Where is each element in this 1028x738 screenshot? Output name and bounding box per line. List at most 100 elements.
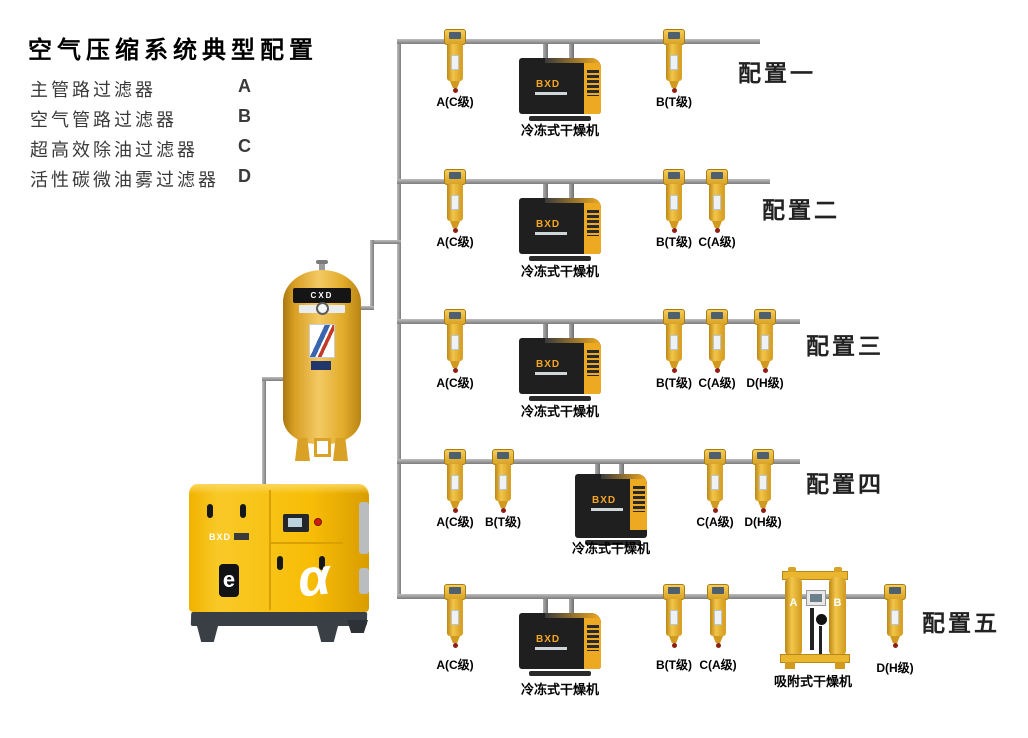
dryer-base [585, 540, 641, 545]
tank-logo: CXD [293, 288, 351, 303]
dryer-logo: BXD [592, 495, 617, 506]
dryer-logo-subtext [535, 232, 567, 235]
panel-seam [269, 490, 271, 610]
pipe-config2 [397, 179, 770, 184]
config-label: 配置五 [922, 610, 1000, 636]
filter-label: B(T级) [656, 235, 692, 249]
vent-grille [633, 486, 645, 512]
filter-body [666, 324, 682, 361]
filter-head [752, 449, 774, 465]
dryer-inlet-pipe [595, 464, 600, 476]
filter-drain [671, 88, 677, 93]
filter-label: B(T级) [485, 515, 521, 529]
filter-taper [712, 361, 722, 368]
dryer-top-trim [601, 474, 647, 479]
panel-seam [271, 542, 343, 544]
filter-label: A(C级) [436, 235, 474, 249]
vent-slot [277, 556, 283, 570]
legend-code: B [238, 106, 251, 126]
side-hinge [359, 568, 369, 594]
adsorber-center-pipe [819, 626, 822, 654]
filter-head [884, 584, 906, 600]
dryer-label: 冷冻式干燥机 [520, 264, 599, 279]
pipe-config3 [397, 319, 800, 324]
air-filter [443, 584, 467, 650]
config-label: 配置四 [806, 471, 884, 497]
air-filter [443, 449, 467, 515]
dryer-inlet-pipe [543, 44, 548, 60]
filter-head [704, 449, 726, 465]
dryer-label: 冷冻式干燥机 [571, 541, 650, 556]
filter-body [709, 324, 725, 361]
filter-body [755, 464, 771, 501]
dryer-base [529, 116, 591, 121]
filter-drain [712, 508, 718, 513]
adsorber-tower-b: B [829, 577, 846, 655]
dryer-inlet-pipe [543, 184, 548, 200]
air-filter [443, 309, 467, 375]
legend-name: 超高效除油过滤器 [30, 140, 198, 160]
filter-body [495, 464, 511, 501]
filter-drain [452, 643, 458, 648]
adsorption-dryer: A B [779, 566, 853, 678]
filter-drain [452, 228, 458, 233]
filter-head [707, 584, 729, 600]
adsorber-center-pipe [810, 608, 814, 650]
filter-drain [671, 228, 677, 233]
filter-head [663, 309, 685, 325]
filter-body [707, 464, 723, 501]
dryer-outlet-pipe [569, 599, 574, 615]
filter-taper [669, 81, 679, 88]
filter-label: C(A级) [698, 376, 736, 390]
air-filter [443, 29, 467, 95]
tank-sticker [309, 324, 335, 358]
filter-label: B(T级) [656, 95, 692, 109]
compressor-foot [317, 626, 338, 642]
dryer-base [529, 396, 591, 401]
adsorber-tower-a: A [785, 577, 802, 655]
compressor-logo: BXD [209, 532, 249, 542]
filter-label: C(A级) [698, 235, 736, 249]
dryer-outlet-pipe [619, 464, 624, 476]
adsorber-top-manifold [782, 567, 848, 580]
filter-head [444, 29, 466, 45]
filter-head [444, 584, 466, 600]
filter-drain [762, 368, 768, 373]
side-hinge [359, 502, 369, 554]
dryer-label: 冷冻式干燥机 [520, 123, 599, 138]
filter-taper [758, 501, 768, 508]
filter-drain [671, 643, 677, 648]
tank-outlet-pipe [352, 306, 374, 310]
vent-grille [587, 350, 599, 376]
legend-item: 活性碳微油雾过滤器 D [30, 166, 270, 196]
vent-slot [319, 556, 325, 570]
filter-taper [450, 81, 460, 88]
tank-valve [316, 260, 328, 272]
dryer-logo-subtext [535, 92, 567, 95]
filter-body [710, 599, 726, 636]
filter-taper [710, 501, 720, 508]
filter-taper [669, 636, 679, 643]
filter-body [757, 324, 773, 361]
filter-head [663, 169, 685, 185]
air-filter [662, 584, 686, 650]
tank-tag [311, 361, 331, 370]
filter-body [447, 324, 463, 361]
dryer-logo-subtext [591, 508, 623, 511]
filter-drain [671, 368, 677, 373]
filter-body [666, 184, 682, 221]
legend-item: 空气管路过滤器 B [30, 106, 270, 136]
vent-slot [207, 504, 213, 518]
air-compressor: BXD e α [185, 476, 377, 646]
filter-label: A(C级) [436, 658, 474, 672]
filter-drain [715, 643, 721, 648]
tank-outlet-pipe [370, 240, 374, 310]
filter-head [706, 169, 728, 185]
adsorption-dryer-label: 吸附式干燥机 [773, 674, 852, 689]
filter-taper [712, 221, 722, 228]
filter-head [444, 309, 466, 325]
air-tank: CXD [283, 260, 361, 462]
filter-drain [452, 508, 458, 513]
air-filter [703, 449, 727, 515]
